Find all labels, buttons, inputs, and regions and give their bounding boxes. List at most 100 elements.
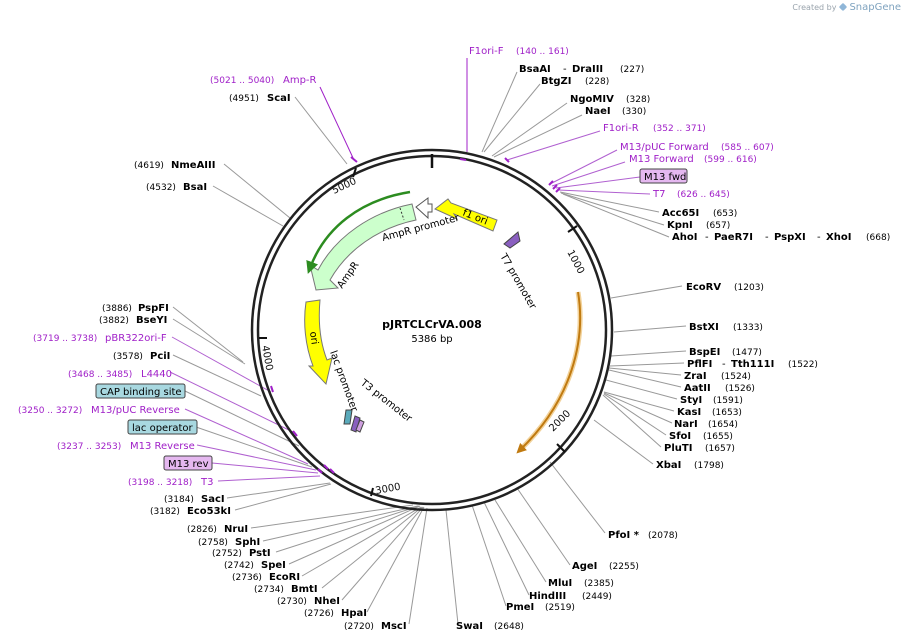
- primer-box-m13-rev[interactable]: [163, 455, 213, 471]
- feature-label-lac-promoter: lac promoter: [327, 349, 360, 414]
- site-nmeaiii[interactable]: NmeAIII: [171, 160, 215, 171]
- site-ahoi[interactable]: AhoI: [672, 232, 697, 243]
- site-agei[interactable]: AgeI: [572, 561, 597, 572]
- site-bseyi-pos: (3882): [99, 316, 129, 326]
- primer-m13-forward[interactable]: M13 Forward: [629, 154, 694, 165]
- primer-f1ori-r-pos: (352 .. 371): [653, 124, 706, 134]
- site-sfoi[interactable]: SfoI: [669, 431, 691, 442]
- primer-m13-reverse[interactable]: M13 Reverse: [130, 441, 195, 452]
- site-aatii[interactable]: AatII: [684, 383, 711, 394]
- feature-label-ori: ori: [307, 331, 320, 345]
- primer-m13puc-forward[interactable]: M13/pUC Forward: [620, 142, 709, 153]
- primer-m13puc-reverse[interactable]: M13/pUC Reverse: [91, 405, 180, 416]
- site-xbai[interactable]: XbaI: [656, 460, 681, 471]
- site-btgzi-pos: (228): [585, 77, 609, 87]
- primer-amp-r[interactable]: Amp-R: [283, 75, 317, 86]
- site-hpai[interactable]: HpaI: [341, 608, 367, 619]
- site-saci-pos: (3184): [164, 495, 194, 505]
- site-sphi[interactable]: SphI: [235, 537, 260, 548]
- primer-t3[interactable]: T3: [200, 477, 213, 488]
- site-nrui[interactable]: NruI: [224, 524, 248, 535]
- site-tth111i-pos: (1522): [788, 360, 818, 370]
- primer-t7-pos: (626 .. 645): [677, 190, 730, 200]
- site-pspxi[interactable]: PspXI: [774, 232, 806, 243]
- feature-cap-binding-site: CAP binding site: [100, 387, 182, 398]
- site-swai[interactable]: SwaI: [456, 621, 483, 632]
- site-bspei-pos: (1477): [732, 348, 762, 358]
- site-pmei[interactable]: PmeI: [506, 602, 534, 613]
- primer-m13-forward-pos: (599 .. 616): [704, 155, 757, 165]
- site-acc65i[interactable]: Acc65I: [662, 208, 699, 219]
- site-paer7i[interactable]: PaeR7I: [714, 232, 753, 243]
- orange-feature-arc[interactable]: [516, 291, 582, 454]
- site-pluti[interactable]: PluTI: [664, 443, 692, 454]
- site-zrai-pos: (1524): [721, 372, 751, 382]
- site-nari-pos: (1654): [708, 420, 738, 430]
- site-pcii[interactable]: PciI: [150, 351, 170, 362]
- primer-m13-reverse-pos: (3237 .. 3253): [57, 442, 121, 452]
- site-ecori[interactable]: EcoRI: [269, 572, 300, 583]
- site-nari[interactable]: NarI: [674, 419, 698, 430]
- primer-pbr322ori-f[interactable]: pBR322ori-F: [105, 333, 167, 344]
- site-spei[interactable]: SpeI: [261, 560, 286, 571]
- site-ngomiv[interactable]: NgoMIV: [570, 94, 614, 105]
- site-eco53ki[interactable]: Eco53kI: [187, 506, 231, 517]
- site-scai-pos: (4951): [229, 94, 259, 104]
- feature-lac-promoter[interactable]: [343, 409, 353, 425]
- site-eco53ki-pos: (3182): [150, 507, 180, 517]
- site-styi[interactable]: StyI: [680, 395, 702, 406]
- site-naei[interactable]: NaeI: [585, 106, 611, 117]
- site-bsai[interactable]: BsaI: [183, 182, 207, 193]
- feature-f1-ori[interactable]: [434, 198, 498, 232]
- site-kasi[interactable]: KasI: [677, 407, 701, 418]
- site-msci[interactable]: MscI: [381, 621, 407, 632]
- leader-lines: [169, 58, 687, 625]
- primer-f1ori-f[interactable]: F1ori-F: [469, 46, 504, 57]
- site-saci[interactable]: SacI: [201, 494, 225, 505]
- site-draiii[interactable]: DraIII: [572, 64, 603, 75]
- site-mlui[interactable]: MluI: [548, 578, 572, 589]
- feature-ori[interactable]: [304, 299, 333, 386]
- site-pspfi[interactable]: PspFI: [138, 303, 169, 314]
- right-labels: BsaAI - DraIII (227) BtgZI (228) NgoMIV …: [456, 64, 890, 632]
- site-bstxi[interactable]: BstXI: [689, 322, 719, 333]
- tick-label-3000: 3000: [375, 482, 402, 497]
- site-scai[interactable]: ScaI: [267, 93, 291, 104]
- site-zrai[interactable]: ZraI: [684, 371, 707, 382]
- site-hindiii[interactable]: HindIII: [529, 591, 566, 602]
- site-sfoi-pos: (1655): [703, 432, 733, 442]
- site-bstxi-pos: (1333): [733, 323, 763, 333]
- site-hpai-pos: (2726): [304, 609, 334, 619]
- site-btgzi[interactable]: BtgZI: [541, 76, 572, 87]
- primer-l4440[interactable]: L4440: [141, 369, 172, 380]
- feature-label-t3-promoter: T3 promoter: [357, 377, 414, 425]
- site-msci-pos: (2720): [344, 622, 374, 632]
- primer-t7[interactable]: T7: [652, 189, 665, 200]
- feature-ampr[interactable]: [309, 203, 417, 291]
- feature-lac-operator[interactable]: [355, 419, 365, 433]
- site-bseyi[interactable]: BseYI: [136, 315, 167, 326]
- site-psti[interactable]: PstI: [249, 548, 271, 559]
- feature-box-cap-binding-site[interactable]: [95, 383, 186, 399]
- site-nhei[interactable]: NheI: [314, 596, 340, 607]
- site-bmti[interactable]: BmtI: [291, 584, 318, 595]
- feature-ampr-promoter[interactable]: [415, 197, 433, 220]
- site-tth111i[interactable]: Tth111I: [731, 359, 774, 370]
- feature-t7-promoter[interactable]: [503, 231, 521, 249]
- site-pflfi[interactable]: PflFI: [687, 359, 712, 370]
- scale-ticks: [259, 167, 578, 497]
- primer-box-m13-fwd[interactable]: [639, 168, 688, 184]
- primer-f1ori-r[interactable]: F1ori-R: [603, 123, 639, 134]
- feature-box-lac-operator[interactable]: [127, 419, 198, 435]
- site-pfoi[interactable]: PfoI *: [608, 530, 640, 541]
- site-ngomiv-pos: (328): [626, 95, 650, 105]
- site-kpni[interactable]: KpnI: [667, 220, 693, 231]
- site-ecorv[interactable]: EcoRV: [686, 282, 721, 293]
- feature-t3-promoter[interactable]: [350, 415, 361, 433]
- primer-m13-rev: M13 rev: [168, 459, 209, 470]
- site-bspei[interactable]: BspEI: [689, 347, 720, 358]
- site-bsaai[interactable]: BsaAI: [519, 64, 551, 75]
- site-xhoi[interactable]: XhoI: [826, 232, 851, 243]
